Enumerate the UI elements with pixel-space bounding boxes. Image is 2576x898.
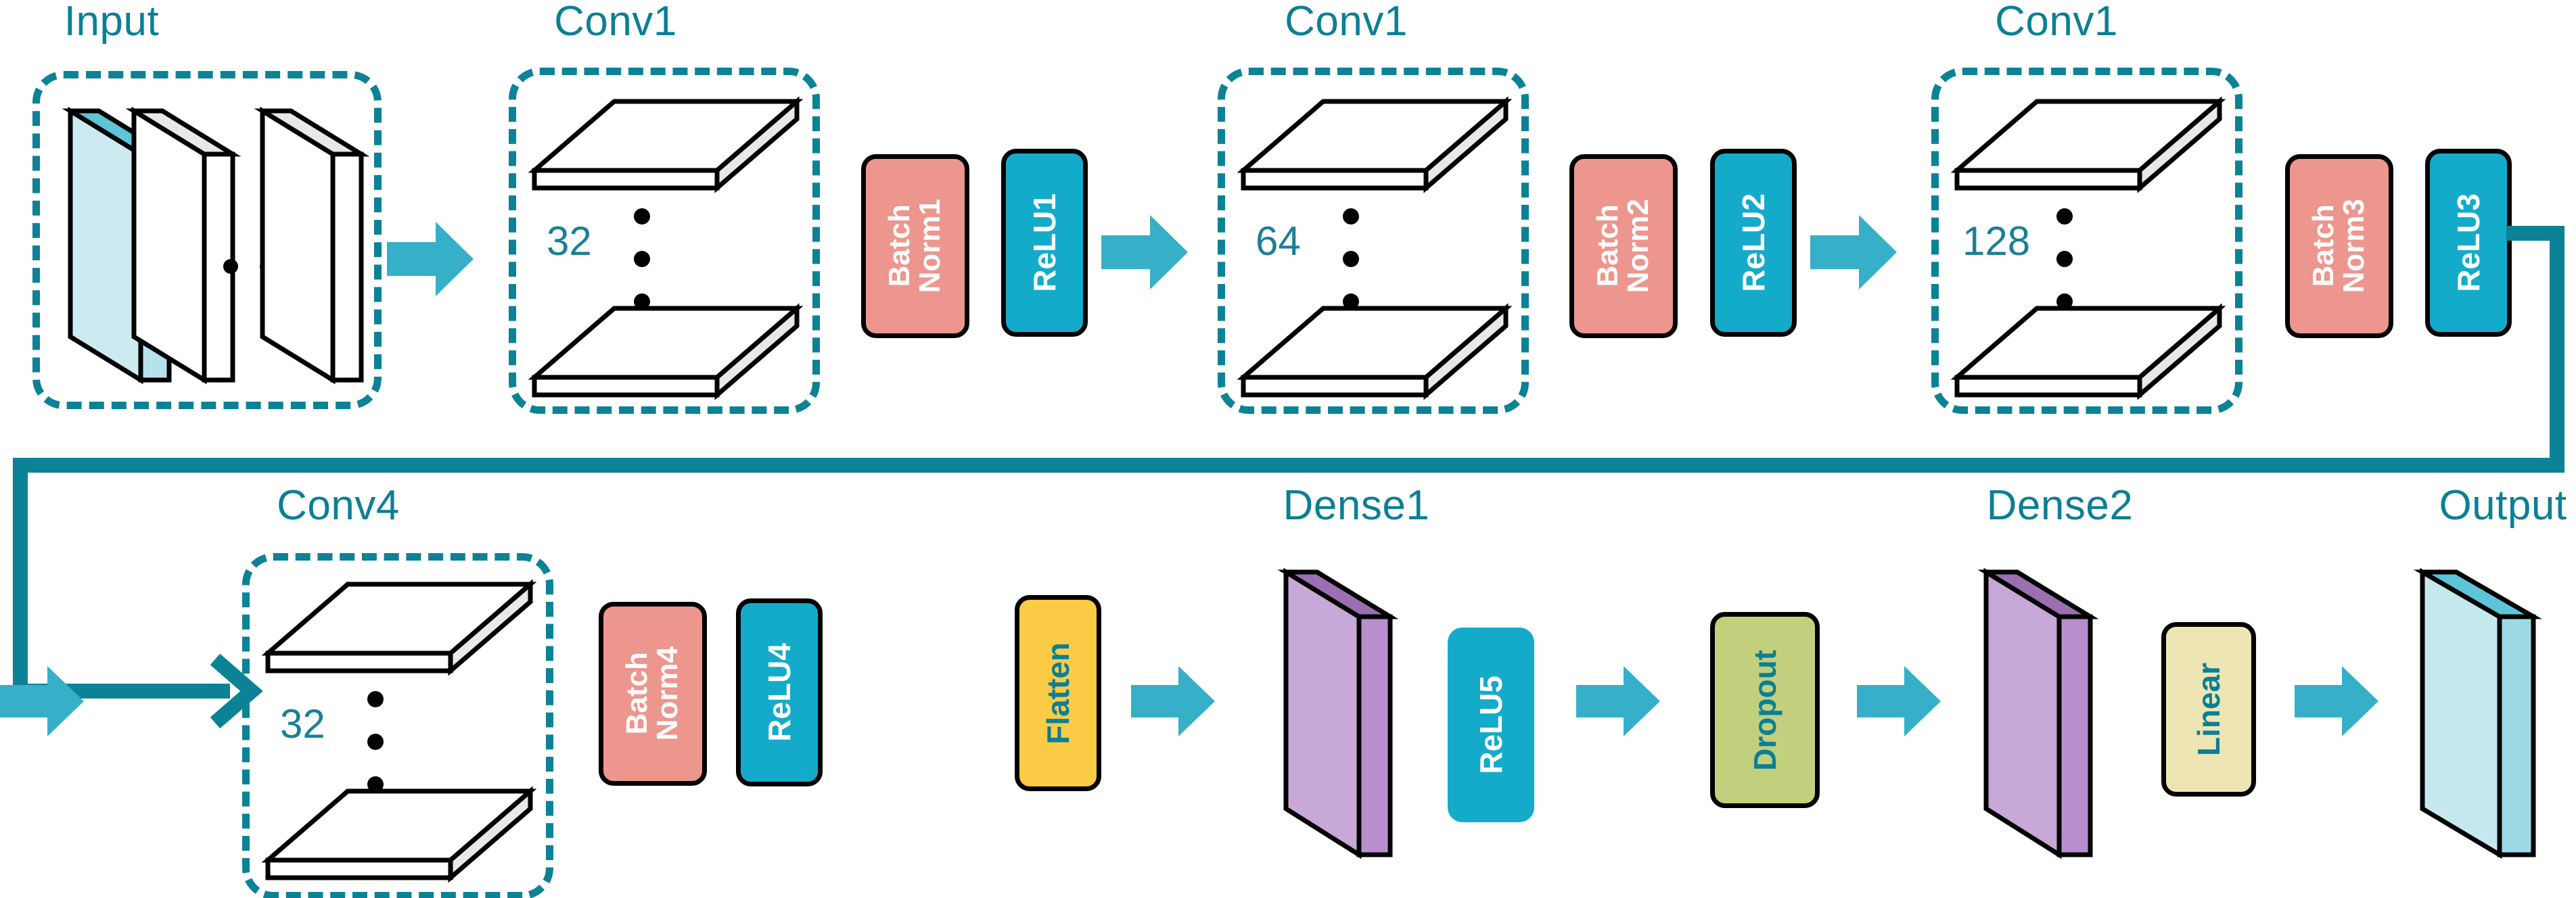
- arrow-relu5-to-dropout: [1576, 666, 1661, 736]
- conv4-plate-bottom: [261, 786, 537, 883]
- op-batchnorm2[interactable]: Batch Norm2: [1569, 154, 1678, 338]
- conv2-ellipsis-dots: [1342, 208, 1360, 310]
- arrow-relu4-to-flatten: [0, 666, 85, 736]
- conv1-group-title: Conv1: [554, 0, 677, 45]
- input-slab-2: [125, 106, 242, 385]
- op-relu3-label: ReLU3: [2450, 193, 2486, 292]
- op-relu5-label: ReLU5: [1473, 676, 1509, 774]
- conv2-plate-top: [1237, 96, 1513, 193]
- op-batchnorm2-label: Batch Norm2: [1591, 199, 1655, 293]
- op-batchnorm1[interactable]: Batch Norm1: [861, 154, 969, 338]
- conv4-group-title: Conv4: [277, 482, 400, 529]
- conv1-plate-bottom: [528, 303, 804, 400]
- op-relu4-label: ReLU4: [761, 643, 797, 742]
- input-group-title: Input: [64, 0, 160, 45]
- conv1-channel-count: 32: [547, 218, 592, 264]
- arrow-linear-to-output: [2295, 666, 2380, 736]
- op-flatten[interactable]: Flatten: [1015, 595, 1101, 791]
- dense2-slab: [1977, 567, 2099, 859]
- conv4-plate-top: [261, 579, 537, 676]
- op-flatten-label: Flatten: [1040, 642, 1076, 745]
- op-batchnorm1-label: Batch Norm1: [883, 199, 946, 293]
- op-relu5[interactable]: ReLU5: [1448, 628, 1534, 822]
- conv2-group-title: Conv1: [1285, 0, 1408, 45]
- arrow-input-to-conv1: [387, 222, 475, 296]
- op-batchnorm3-label: Batch Norm3: [2307, 199, 2370, 293]
- op-relu4[interactable]: ReLU4: [736, 598, 823, 786]
- dense1-group-title: Dense1: [1283, 482, 1430, 529]
- output-slab: [2413, 567, 2543, 859]
- conv2-plate-bottom: [1237, 303, 1513, 400]
- op-relu2[interactable]: ReLU2: [1710, 149, 1797, 337]
- conv3-plate-top: [1950, 96, 2226, 193]
- dense2-group-title: Dense2: [1986, 482, 2134, 529]
- conv2-channel-count: 64: [1256, 218, 1301, 264]
- op-relu2-label: ReLU2: [1735, 193, 1771, 292]
- op-dropout[interactable]: Dropout: [1710, 612, 1820, 808]
- conv4-ellipsis-dots: [367, 691, 384, 793]
- op-batchnorm3[interactable]: Batch Norm3: [2285, 154, 2393, 338]
- conv4-channel-count: 32: [280, 701, 325, 747]
- op-relu1[interactable]: ReLU1: [1001, 149, 1088, 337]
- op-relu1-label: ReLU1: [1026, 193, 1062, 292]
- conv1-plate-top: [528, 96, 804, 193]
- arrow-relu1-to-conv2: [1101, 215, 1189, 289]
- op-batchnorm4-label: Batch Norm4: [620, 646, 684, 741]
- conv1-ellipsis-dots: [633, 208, 651, 310]
- op-linear-label: Linear: [2190, 662, 2226, 757]
- conv3-channel-count: 128: [1962, 218, 2031, 264]
- op-linear[interactable]: Linear: [2161, 622, 2256, 797]
- dense1-slab: [1277, 567, 1399, 859]
- conv3-ellipsis-dots: [2056, 208, 2073, 310]
- output-group-title: Output: [2439, 482, 2567, 529]
- op-batchnorm4[interactable]: Batch Norm4: [599, 602, 707, 786]
- input-slab-3: [254, 106, 370, 385]
- arrow-dropout-to-dense2: [1857, 666, 1942, 736]
- arrow-flatten-to-dense1: [1131, 666, 1216, 736]
- conv3-plate-bottom: [1950, 303, 2226, 400]
- arrow-relu2-to-conv3: [1810, 215, 1898, 289]
- conv4-group-box: [242, 553, 553, 898]
- conv3-group-title: Conv1: [1995, 0, 2118, 45]
- op-relu3[interactable]: ReLU3: [2425, 149, 2512, 337]
- op-dropout-label: Dropout: [1747, 649, 1782, 771]
